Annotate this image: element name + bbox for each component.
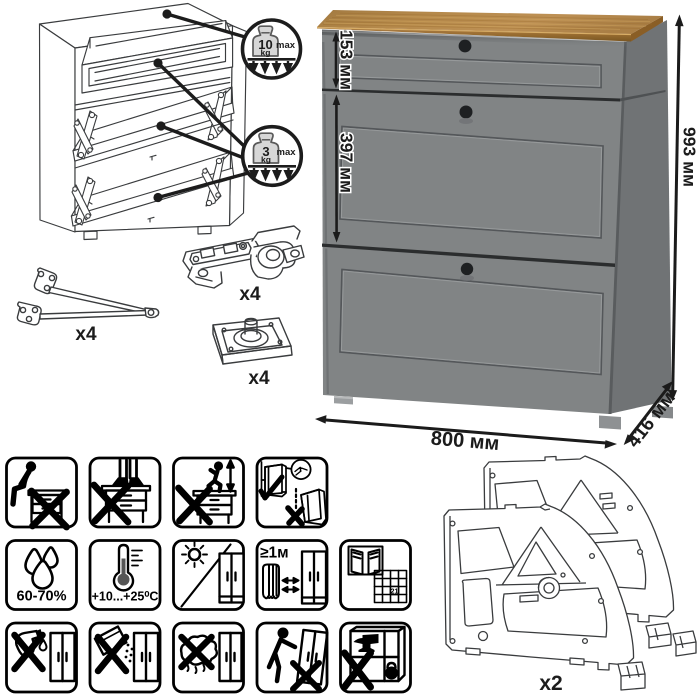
svg-text:≥1м: ≥1м: [260, 545, 289, 562]
svg-text:800 мм: 800 мм: [430, 428, 500, 456]
svg-text:21: 21: [391, 589, 399, 596]
svg-text:x4: x4: [239, 284, 261, 305]
svg-text:153 мм: 153 мм: [336, 30, 356, 90]
svg-text:993 мм: 993 мм: [679, 127, 699, 187]
svg-text:kg: kg: [261, 154, 271, 164]
svg-text:+10...+25⁰С: +10...+25⁰С: [92, 590, 159, 604]
svg-text:10: 10: [258, 37, 272, 52]
svg-text:3: 3: [262, 144, 269, 159]
svg-text:max: max: [276, 40, 296, 51]
svg-text:397 мм: 397 мм: [336, 133, 356, 193]
svg-text:60-70%: 60-70%: [17, 589, 67, 605]
svg-text:max: max: [277, 147, 297, 158]
svg-text:x4: x4: [248, 368, 270, 389]
svg-text:x4: x4: [75, 324, 97, 345]
svg-text:kg: kg: [261, 47, 271, 57]
svg-text:x2: x2: [539, 672, 562, 695]
